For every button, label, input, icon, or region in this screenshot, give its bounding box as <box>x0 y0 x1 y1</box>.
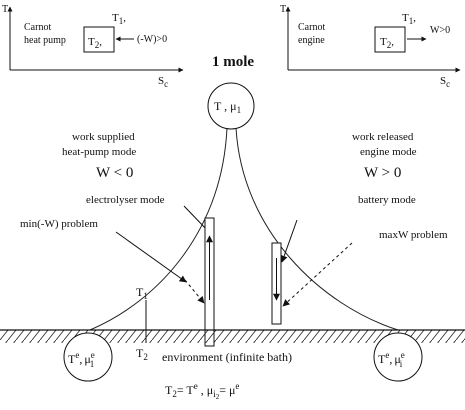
heat-pump-cycle-box <box>83 26 115 53</box>
left-mode: electrolyser mode <box>86 194 165 206</box>
heat-pump-t1-label: T1, <box>112 12 126 26</box>
engine-axis-y-label: T <box>280 4 286 15</box>
right-w-label: W > 0 <box>364 165 401 181</box>
ground-hatching <box>0 330 465 343</box>
heat-pump-inset: T Sc Carnot heat pump T1, T2, (-W)>0 <box>2 4 184 89</box>
right-curve <box>235 127 399 331</box>
mole-label: 1 mole <box>212 54 254 70</box>
right-environment-circle <box>373 332 423 382</box>
top-circle <box>207 82 255 130</box>
left-line2: heat-pump mode <box>62 146 136 158</box>
left-dashed-arrow <box>184 279 205 304</box>
left-problem: min(-W) problem <box>20 218 98 230</box>
left-w-label: W < 0 <box>96 165 133 181</box>
right-line1: work released <box>352 131 414 143</box>
left-line1: work supplied <box>72 131 135 143</box>
heat-pump-t2-label: T2, <box>88 36 102 50</box>
heat-pump-work-label: (-W)>0 <box>137 34 167 45</box>
engine-t1-label: T1, <box>402 12 416 26</box>
engine-t2-label: T2, <box>380 36 394 50</box>
right-dashed-arrow <box>282 242 353 307</box>
top-circle-label: T ,μ1 <box>214 99 241 115</box>
left-problem-arrow <box>115 231 187 283</box>
left-environment-circle <box>63 332 113 382</box>
right-mode: battery mode <box>358 194 416 206</box>
t2-marker: T2 <box>136 346 148 362</box>
heat-pump-axis-y-label: T <box>2 4 8 15</box>
engine-axis-x-label: Sc <box>440 75 450 89</box>
left-curve <box>89 127 228 331</box>
engine-work-label: W>0 <box>430 25 450 36</box>
engine-title-line1: Carnot <box>298 22 325 33</box>
right-mode-pointer <box>280 219 298 263</box>
bottom-equation: T2= Te , μi2= μe <box>165 381 239 401</box>
engine-inset: T Sc Carnot engine T1, T2, W>0 <box>280 4 461 89</box>
right-problem: maxW problem <box>379 229 448 241</box>
t1-marker: T1 <box>136 285 148 301</box>
engine-title-line2: engine <box>298 35 325 46</box>
heat-pump-title-line1: Carnot <box>24 22 51 33</box>
heat-pump-axis-x-label: Sc <box>158 75 168 89</box>
environment-label: environment (infinite bath) <box>162 350 292 364</box>
engine-cycle-box <box>374 26 406 53</box>
right-line2: engine mode <box>360 146 417 158</box>
heat-pump-title-line2: heat pump <box>24 35 66 46</box>
